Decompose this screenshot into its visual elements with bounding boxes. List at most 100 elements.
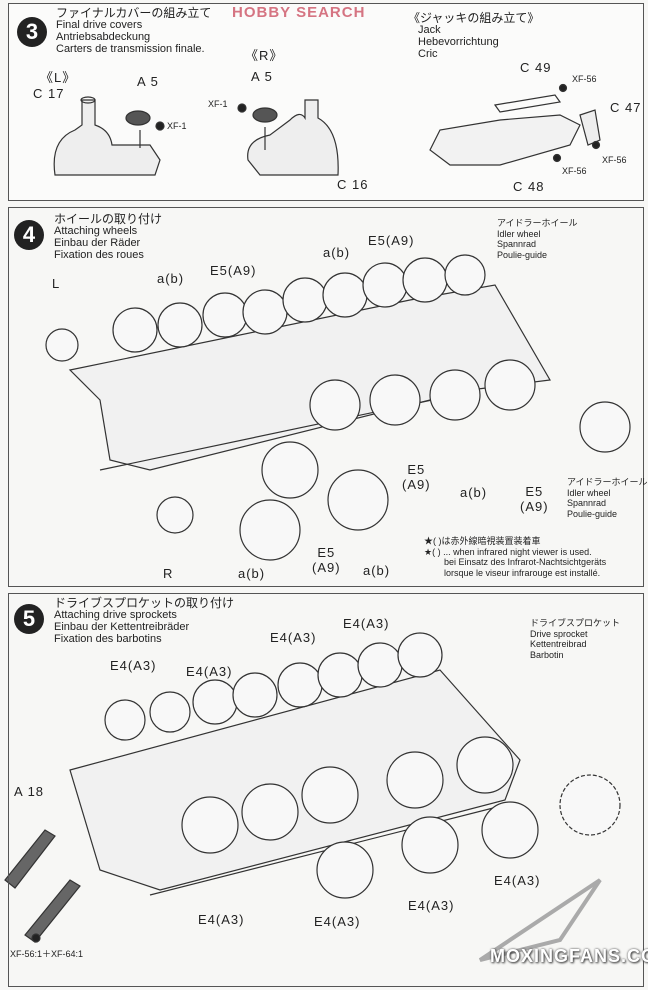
part-label: E4(A3) <box>408 898 455 913</box>
part-label: E5(A9) <box>520 484 549 514</box>
idler-wheel <box>579 401 631 453</box>
label-jp: ドライブスプロケット <box>530 618 621 628</box>
part-a5-right <box>252 107 278 150</box>
step-5-panel <box>8 593 644 987</box>
part-label: E5(A9) <box>210 263 257 278</box>
part-label: E5(A9) <box>312 545 341 575</box>
part-a18 <box>4 829 81 943</box>
jack-drawing <box>429 83 601 166</box>
label-fr: Barbotin <box>530 649 564 660</box>
title-jp: 《ジャッキの組み立て》 <box>408 11 540 25</box>
title-jp: ドライブスプロケットの取り付け <box>54 596 235 610</box>
a9: (A9) <box>402 477 431 492</box>
title-fr: Carters de transmission finale. <box>56 43 205 55</box>
final-drive-L <box>45 328 79 362</box>
part-label: E4(A3) <box>314 914 361 929</box>
a9: (A9) <box>520 499 549 514</box>
e5: E5 <box>525 484 544 499</box>
part-label: C 17 <box>33 86 65 101</box>
part-label: E4(A3) <box>110 658 157 673</box>
label-jp: アイドラーホイール <box>497 218 578 228</box>
part-label: a(b) <box>323 245 351 260</box>
e5: E5 <box>407 462 426 477</box>
a9: (A9) <box>312 560 341 575</box>
title-jp: ファイナルカバーの組み立て <box>56 6 212 20</box>
note-en: ★( ) ... when infrared night viewer is u… <box>424 546 592 557</box>
step-number: 4 <box>14 220 44 250</box>
final-drive-cover-right <box>247 99 339 176</box>
step-title: ファイナルカバーの組み立て Final drive covers Antrieb… <box>56 7 211 55</box>
part-label: E4(A3) <box>270 630 317 645</box>
title-fr: Fixation des barbotins <box>54 633 162 645</box>
part-label: C 16 <box>337 177 369 192</box>
final-drive-R <box>156 496 194 534</box>
watermark-plane-icon <box>478 878 602 962</box>
label-left: L <box>52 276 61 291</box>
paint-label: XF-56 <box>572 74 597 84</box>
title-en: Attaching drive sprockets <box>54 609 177 621</box>
title-de: Einbau der Räder <box>54 237 141 249</box>
drive-sprocket <box>559 774 621 836</box>
part-label: C 47 <box>610 100 642 115</box>
note-jp: ★( )は赤外線暗視装置装着車 <box>424 536 541 546</box>
title-fr: Fixation des roues <box>54 249 144 261</box>
paint-dot <box>155 121 165 131</box>
label-en: Drive sprocket <box>530 628 588 639</box>
part-label: E5(A9) <box>368 233 415 248</box>
e5: E5 <box>317 545 336 560</box>
step-4-panel <box>8 207 644 587</box>
part-label: E4(A3) <box>494 873 541 888</box>
label-right: 《R》 <box>245 48 284 63</box>
paint-label: XF-1 <box>208 99 228 109</box>
title-jp: ホイールの取り付け <box>54 212 163 226</box>
label-en: Idler wheel <box>497 228 541 239</box>
watermark-moxingfans: MOXINGFANS.COM <box>490 946 648 966</box>
step-title: ホイールの取り付け Attaching wheels Einbau der Rä… <box>54 213 162 261</box>
part-label: C 48 <box>513 179 545 194</box>
label-right: R <box>163 566 174 581</box>
part-label: C 49 <box>520 60 552 75</box>
label-de: Kettentreibrad <box>530 639 587 649</box>
label-left: 《L》 <box>40 70 77 85</box>
paint-label: XF-56 <box>562 166 587 176</box>
note-de: bei Einsatz des Infrarot-Nachtsichtgerät… <box>444 557 607 567</box>
label-en: Idler wheel <box>567 487 611 498</box>
part-label: E5(A9) <box>402 462 431 492</box>
final-drive-cover-left <box>53 96 161 176</box>
title-en: Final drive covers <box>56 19 143 31</box>
step-title: ドライブスプロケットの取り付け Attaching drive sprocket… <box>54 597 234 645</box>
part-label: E4(A3) <box>343 616 390 631</box>
step-number: 3 <box>17 17 47 47</box>
title-de: Hebevorrichtung <box>418 36 499 48</box>
paint-label: XF-56:1＋XF-64:1 <box>10 949 84 959</box>
label-fr: Poulie-guide <box>567 508 618 519</box>
part-label: a(b) <box>363 563 391 578</box>
jack-title: 《ジャッキの組み立て》 Jack Hebevorrichtung Cric <box>408 12 539 60</box>
title-fr: Cric <box>418 48 438 60</box>
road-wheels-step5 <box>104 632 621 899</box>
part-label: a(b) <box>238 566 266 581</box>
part-label: A 5 <box>251 69 273 84</box>
watermark-hobbysearch: HOBBY SEARCH <box>232 4 366 21</box>
label-jp: アイドラーホイール <box>567 477 648 487</box>
part-label: a(b) <box>460 485 488 500</box>
title-de: Antriebsabdeckung <box>56 31 151 43</box>
part-label: A 18 <box>14 784 45 799</box>
part-label: a(b) <box>157 271 185 286</box>
title-de: Einbau der Kettentreibräder <box>54 621 190 633</box>
label-de: Spannrad <box>567 498 607 508</box>
title-en: Jack <box>418 24 441 36</box>
infrared-note: ★( )は赤外線暗視装置装着車★( ) ... when infrared ni… <box>424 536 606 578</box>
part-label: A 5 <box>137 74 159 89</box>
title-en: Attaching wheels <box>54 225 138 237</box>
label-de: Spannrad <box>497 239 537 249</box>
part-label: E4(A3) <box>186 664 233 679</box>
paint-label: XF-56 <box>602 155 627 165</box>
part-a5-left <box>125 110 151 148</box>
label-fr: Poulie-guide <box>497 249 548 260</box>
step-number: 5 <box>14 604 44 634</box>
